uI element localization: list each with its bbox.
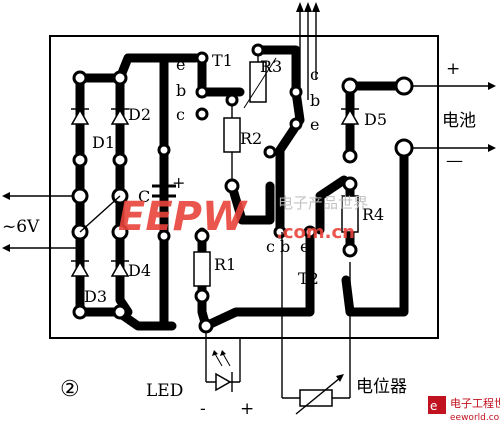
footer-logo-glyph: e <box>430 399 437 413</box>
capacitor-c <box>152 156 176 230</box>
diode-d4 <box>110 246 130 300</box>
battery-leads <box>412 82 496 152</box>
diode-d3 <box>70 246 90 300</box>
label-cap-plus: + <box>172 173 185 192</box>
label-t1: T1 <box>212 51 233 70</box>
label-r3-c: c <box>310 65 319 84</box>
label-t1-b: b <box>176 81 186 100</box>
watermark: EEPW 电子产品世界 .com.cn <box>118 194 368 243</box>
label-ac-input: ~6V <box>2 217 40 237</box>
label-r3: R3 <box>260 57 282 76</box>
label-r4: R4 <box>362 205 384 224</box>
component-labels: D1 D2 D3 D4 D5 C + T1 e b c R2 R3 c b e … <box>2 51 476 419</box>
resistor-r3 <box>243 56 277 109</box>
label-t2: T2 <box>298 269 319 288</box>
label-r3-b: b <box>310 91 320 110</box>
label-figure-number: ② <box>60 377 80 402</box>
label-d5: D5 <box>364 110 387 129</box>
trace-r2-bottom <box>227 181 275 225</box>
watermark-chinese: 电子产品世界 <box>278 194 368 212</box>
label-t1-e: e <box>176 55 185 74</box>
label-d1: D1 <box>92 133 115 152</box>
trace-r3-center <box>275 87 305 235</box>
label-c: C <box>138 187 150 206</box>
label-d3: D3 <box>84 287 107 306</box>
label-r2: R2 <box>240 129 262 148</box>
label-t1-c: c <box>176 105 185 124</box>
watermark-brand: EEPW <box>118 194 248 240</box>
led-assembly <box>205 332 241 392</box>
board-outline <box>49 35 439 339</box>
top-leads <box>296 2 320 100</box>
label-t2-e: e <box>300 237 309 256</box>
footer-cn: 电子工程世界 <box>450 397 500 410</box>
label-battery-minus: — <box>446 151 463 171</box>
label-led: LED <box>146 381 183 401</box>
trace-battery-minus <box>341 145 409 317</box>
label-d2: D2 <box>128 105 151 124</box>
potentiometer <box>281 232 351 415</box>
resistor-r4 <box>341 190 359 244</box>
label-battery: 电池 <box>442 111 476 131</box>
trace-bottom-center <box>201 227 315 331</box>
pads <box>71 43 414 334</box>
diode-d5 <box>340 96 360 148</box>
footer-url: eeworld.com.cn <box>450 413 500 423</box>
trace-t2-e <box>315 175 349 235</box>
resistor-r1 <box>193 242 211 290</box>
trace-r3-top <box>253 45 301 97</box>
footer-logo: e 电子工程世界 eeworld.com.cn <box>428 396 500 423</box>
watermark-domain: .com.cn <box>276 222 355 243</box>
label-battery-plus: + <box>446 59 460 79</box>
footer-logo-icon <box>428 396 446 414</box>
diode-d2 <box>110 92 130 150</box>
label-r1: R1 <box>214 255 236 274</box>
diode-d1 <box>70 92 90 150</box>
label-led-plus: + <box>240 399 254 419</box>
label-r3-e: e <box>310 115 319 134</box>
label-potentiometer: 电位器 <box>356 377 407 397</box>
resistor-r2 <box>223 106 241 180</box>
label-t2-cb: c b <box>266 237 290 256</box>
ac-input-leads <box>2 192 121 252</box>
label-led-minus: - <box>200 399 206 419</box>
label-d4: D4 <box>128 261 151 280</box>
